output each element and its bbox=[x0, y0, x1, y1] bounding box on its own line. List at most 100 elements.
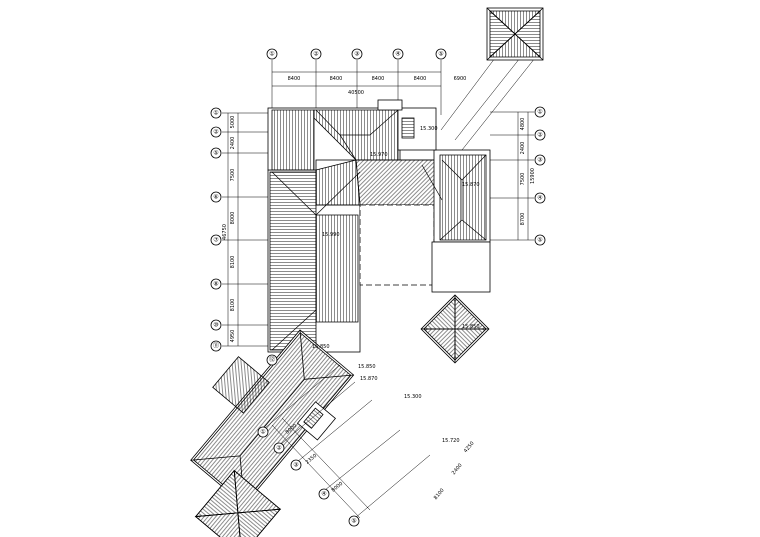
dimension-label: 8100 bbox=[230, 299, 236, 312]
svg-text:⑧: ⑧ bbox=[213, 281, 218, 288]
top-total-dimension: 40500 bbox=[348, 90, 364, 96]
dimension-label: 8000 bbox=[230, 212, 236, 225]
svg-text:⑪: ⑪ bbox=[213, 342, 219, 350]
axis-bubble: ④ bbox=[392, 48, 404, 60]
axis-bubble: ① bbox=[257, 426, 269, 438]
elevation-label: 15.300 bbox=[404, 394, 422, 400]
dimension-label: 8400 bbox=[414, 76, 427, 82]
svg-text:⑥: ⑥ bbox=[213, 194, 218, 201]
main-ridges bbox=[271, 109, 487, 351]
diagonal-axis-bubbles: ① ② ③ ④ ⑤ bbox=[257, 426, 360, 527]
left-dimension-labels: 5000 2400 7500 8000 8100 8100 4950 bbox=[230, 116, 236, 343]
dimension-label: 2400 bbox=[520, 142, 526, 155]
svg-text:⑤: ⑤ bbox=[351, 518, 356, 525]
svg-text:①: ① bbox=[269, 51, 274, 58]
axis-bubble: ① bbox=[266, 48, 278, 60]
elevation-labels: 15.300 15.970 15.990 15.870 15.850 15.870 15.3… bbox=[312, 126, 480, 444]
dimension-label: 2400 bbox=[451, 463, 464, 477]
svg-text:②: ② bbox=[537, 132, 543, 139]
pavilion-roof bbox=[420, 294, 490, 364]
top-dimension-chain bbox=[272, 71, 441, 87]
svg-text:②: ② bbox=[213, 129, 219, 136]
svg-text:①: ① bbox=[260, 429, 265, 436]
detail-roof-square bbox=[486, 7, 544, 61]
axis-bubble: ② bbox=[310, 48, 322, 60]
diagonal-axis-lines bbox=[264, 364, 431, 519]
svg-text:②: ② bbox=[313, 51, 319, 58]
dimension-label: 6900 bbox=[454, 76, 467, 82]
svg-text:⑩: ⑩ bbox=[213, 322, 218, 329]
svg-text:⑫: ⑫ bbox=[269, 356, 275, 364]
svg-text:②: ② bbox=[276, 445, 282, 452]
elevation-label: 15.870 bbox=[360, 376, 378, 382]
axis-bubble: ⑤ bbox=[210, 147, 222, 159]
svg-text:④: ④ bbox=[395, 51, 400, 58]
dimension-label: 8400 bbox=[372, 76, 385, 82]
dimension-label: 8100 bbox=[433, 488, 446, 502]
svg-text:③: ③ bbox=[354, 51, 359, 58]
elevation-label: 15.850 bbox=[312, 344, 330, 350]
elevation-label: 15.720 bbox=[442, 438, 460, 444]
dimension-label: 8700 bbox=[520, 213, 526, 226]
dimension-label: 4950 bbox=[230, 330, 236, 343]
dimension-label: 7500 bbox=[520, 173, 526, 186]
dimension-label: 5000 bbox=[230, 116, 236, 129]
axis-bubble: ③ bbox=[290, 459, 302, 471]
dimension-label: 4250 bbox=[463, 441, 476, 455]
diagonal-wing bbox=[190, 329, 355, 537]
axis-bubble: ④ bbox=[318, 488, 330, 500]
top-axis-bubbles: ① ② ③ ④ ⑤ bbox=[266, 48, 447, 60]
dimension-label: 4800 bbox=[520, 118, 526, 131]
axis-bubble: ⑪ bbox=[210, 340, 222, 352]
axis-bubble: ⑫ bbox=[266, 354, 278, 366]
elevation-label: 15.850 bbox=[358, 364, 376, 370]
dimension-label: 2350 bbox=[305, 453, 319, 466]
axis-bubble: ⑥ bbox=[210, 191, 222, 203]
dimension-label: 8400 bbox=[330, 76, 343, 82]
svg-text:①: ① bbox=[537, 109, 542, 116]
left-axis-bubbles: ① ② ⑤ ⑥ ⑦ ⑧ ⑩ ⑪ ⑫ bbox=[210, 107, 278, 366]
svg-text:⑤: ⑤ bbox=[213, 150, 218, 157]
axis-bubble: ⑤ bbox=[348, 515, 360, 527]
svg-text:⑤: ⑤ bbox=[537, 237, 542, 244]
elevation-label: 15.990 bbox=[322, 232, 340, 238]
elevation-label: 15.300 bbox=[420, 126, 438, 132]
dimension-label: 2400 bbox=[230, 137, 236, 150]
axis-bubble: ① bbox=[534, 106, 546, 118]
right-total-dimension: 15900 bbox=[530, 168, 536, 184]
svg-text:④: ④ bbox=[537, 195, 542, 202]
axis-bubble: ③ bbox=[534, 154, 546, 166]
axis-lines bbox=[222, 57, 536, 347]
right-dimension-chain bbox=[517, 112, 529, 240]
svg-text:⑤: ⑤ bbox=[438, 51, 443, 58]
left-dimension-chain bbox=[227, 113, 239, 346]
elevation-label: 15.850 bbox=[462, 324, 480, 330]
axis-bubble: ⑧ bbox=[210, 278, 222, 290]
axis-bubble: ⑤ bbox=[435, 48, 447, 60]
right-dimension-labels: 4800 2400 7500 8700 bbox=[520, 118, 526, 226]
axis-bubble: ② bbox=[273, 442, 285, 454]
axis-bubble: ④ bbox=[534, 192, 546, 204]
svg-text:③: ③ bbox=[537, 157, 542, 164]
main-building bbox=[267, 99, 491, 353]
dimension-label: 8100 bbox=[230, 256, 236, 269]
elevation-label: 15.970 bbox=[370, 152, 388, 158]
svg-text:③: ③ bbox=[293, 462, 298, 469]
axis-bubble: ② bbox=[534, 129, 546, 141]
dimension-label: 7500 bbox=[230, 169, 236, 182]
right-axis-bubbles: ① ② ③ ④ ⑤ bbox=[534, 106, 546, 246]
svg-text:④: ④ bbox=[321, 491, 326, 498]
axis-bubble: ② bbox=[210, 126, 222, 138]
axis-bubble: ① bbox=[210, 107, 222, 119]
dimension-label: 8000 bbox=[331, 481, 345, 494]
axis-bubble: ③ bbox=[351, 48, 363, 60]
svg-text:⑦: ⑦ bbox=[213, 237, 219, 244]
elevation-label: 15.870 bbox=[462, 182, 480, 188]
axis-bubble: ⑦ bbox=[210, 234, 222, 246]
svg-text:①: ① bbox=[213, 110, 218, 117]
axis-bubble: ⑩ bbox=[210, 319, 222, 331]
axis-bubble: ⑤ bbox=[534, 234, 546, 246]
